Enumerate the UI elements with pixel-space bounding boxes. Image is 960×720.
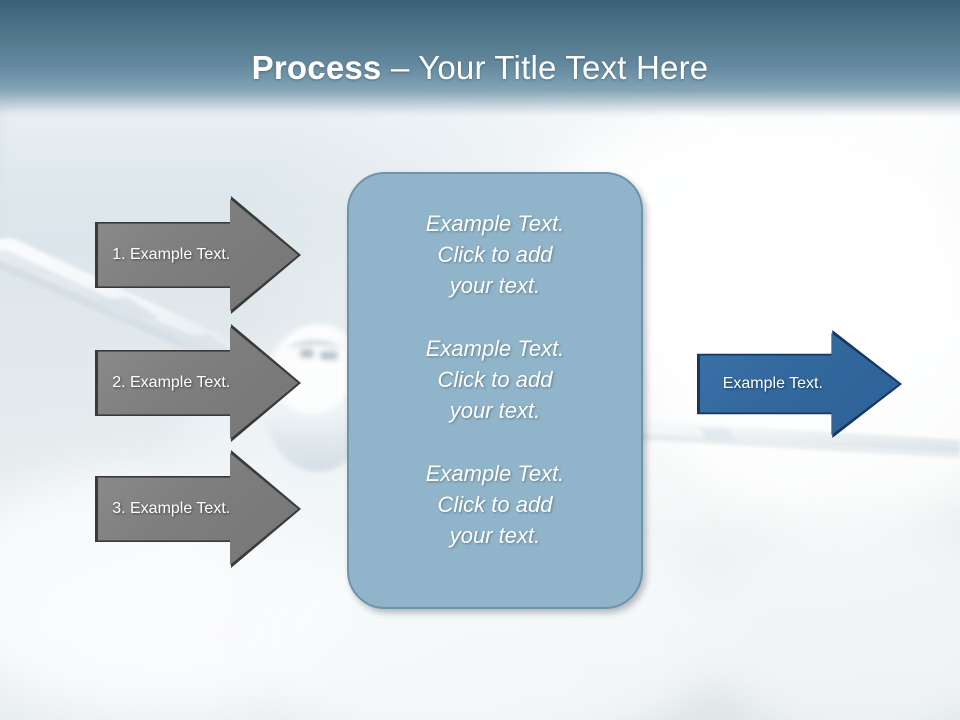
input-arrow-3[interactable]: 3. Example Text. [95, 450, 305, 573]
output-arrow[interactable]: Example Text. [697, 330, 906, 443]
panel-text-block-3-line-3: your text. [449, 523, 541, 548]
panel-text-block-1-line-1: Example Text. [425, 211, 565, 236]
page-title-bold: Process [251, 49, 382, 86]
panel-text-block-2-line-2: Click to add [437, 367, 553, 392]
panel-text-block-3-line-2: Click to add [437, 492, 553, 517]
panel-text-block-2: Example Text. Click to add your text. [349, 333, 641, 426]
panel-text-block-1-line-2: Click to add [437, 242, 553, 267]
input-arrow-1-label: 1. Example Text. [112, 246, 231, 263]
process-panel[interactable]: Example Text. Click to add your text. Ex… [347, 172, 643, 609]
panel-text-block-3: Example Text. Click to add your text. [349, 458, 641, 551]
output-arrow-label: Example Text. [722, 375, 823, 392]
input-arrow-1[interactable]: 1. Example Text. [95, 196, 305, 319]
panel-text-block-1-line-3: your text. [449, 273, 541, 298]
input-arrow-2[interactable]: 2. Example Text. [95, 324, 305, 447]
title-band [0, 0, 960, 118]
input-arrow-2-label: 2. Example Text. [112, 374, 231, 391]
panel-text-block-3-line-1: Example Text. [425, 461, 565, 486]
process-panel-content: Example Text. Click to add your text. Ex… [349, 208, 641, 551]
page-title-rest: – Your Title Text Here [381, 49, 709, 86]
page-title: Process – Your Title Text Here [0, 48, 960, 88]
panel-text-block-2-line-1: Example Text. [425, 336, 565, 361]
panel-text-block-1: Example Text. Click to add your text. [349, 208, 641, 301]
cloud-shape [700, 520, 960, 720]
panel-text-block-2-line-3: your text. [449, 398, 541, 423]
input-arrow-3-label: 3. Example Text. [112, 500, 231, 517]
